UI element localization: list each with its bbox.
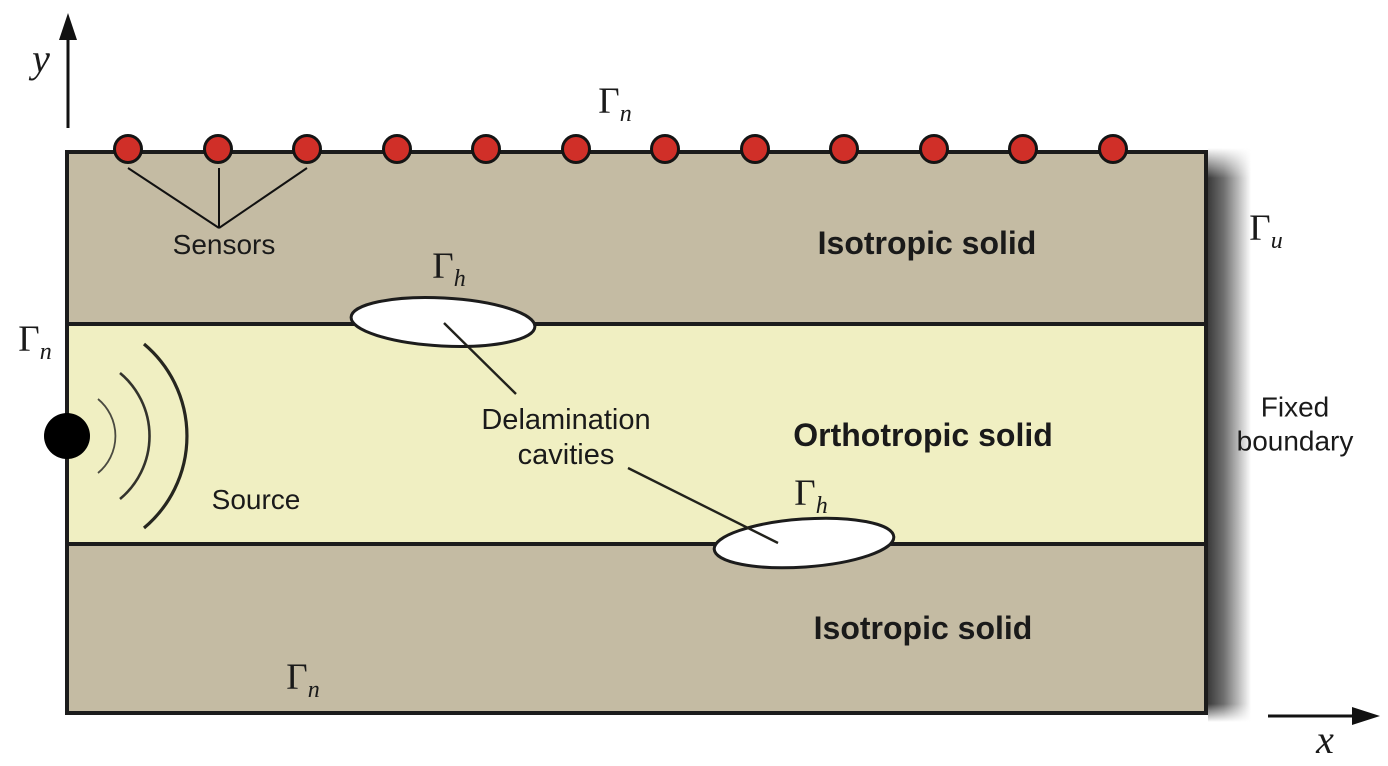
sensor-dot-1 — [113, 134, 143, 164]
delamination-label: Delamination cavities — [481, 403, 650, 473]
sensor-dot-6 — [560, 134, 591, 164]
y-axis-label: y — [32, 36, 50, 81]
sensor-dot-7 — [650, 134, 680, 164]
gamma-subscript: u — [1270, 228, 1283, 255]
delamination-label-line2: cavities — [517, 439, 615, 471]
cavity-bottom-label-gamma-h: Γh — [794, 472, 828, 520]
fixed-boundary-label-line1: Fixed — [1260, 391, 1330, 423]
sensors-label: Sensors — [172, 229, 276, 261]
layer-label-isotropic-bottom: Isotropic solid — [813, 609, 1033, 646]
sensor-dot-5 — [471, 134, 501, 164]
gamma-symbol: Γ — [598, 80, 620, 122]
fixed-boundary-strip — [1208, 148, 1253, 722]
layer-label-orthotropic: Orthotropic solid — [793, 416, 1053, 453]
upper-interface-line — [69, 322, 1204, 326]
cavity-top-label-gamma-h: Γh — [432, 245, 466, 293]
gamma-symbol: Γ — [18, 318, 40, 360]
gamma-symbol: Γ — [286, 656, 308, 698]
boundary-label-bottom-gamma-n: Γn — [286, 656, 320, 704]
gamma-symbol: Γ — [432, 245, 454, 287]
fixed-boundary-label: Fixed boundary — [1237, 390, 1354, 457]
sensor-dot-12 — [1097, 134, 1128, 164]
gamma-subscript: h — [815, 493, 828, 520]
gamma-symbol: Γ — [794, 472, 816, 514]
sensor-dot-11 — [1008, 134, 1038, 164]
sensor-dot-8 — [739, 134, 770, 164]
y-axis-arrowhead-icon — [59, 13, 77, 40]
fixed-boundary-label-line2: boundary — [1236, 425, 1354, 456]
gamma-subscript: n — [619, 101, 632, 128]
gamma-subscript: n — [307, 677, 320, 704]
isotropic-layer-bottom — [69, 546, 1204, 711]
x-axis-arrowhead-icon — [1352, 707, 1380, 725]
delamination-label-line1: Delamination — [481, 404, 651, 437]
sensor-dot-9 — [829, 134, 859, 164]
sensor-dot-4 — [381, 134, 412, 164]
sensor-dot-10 — [918, 134, 949, 164]
sensor-dot-2 — [202, 134, 233, 164]
layer-label-isotropic-top: Isotropic solid — [817, 224, 1037, 261]
boundary-label-top-gamma-n: Γn — [598, 80, 632, 128]
sensor-dot-3 — [292, 134, 322, 164]
gamma-subscript: n — [39, 339, 52, 366]
source-label: Source — [211, 484, 301, 516]
x-axis-label: x — [1316, 717, 1334, 762]
boundary-label-right-gamma-u: Γu — [1249, 207, 1283, 255]
boundary-label-left-gamma-n: Γn — [18, 318, 52, 366]
gamma-subscript: h — [453, 266, 466, 293]
gamma-symbol: Γ — [1249, 207, 1271, 249]
